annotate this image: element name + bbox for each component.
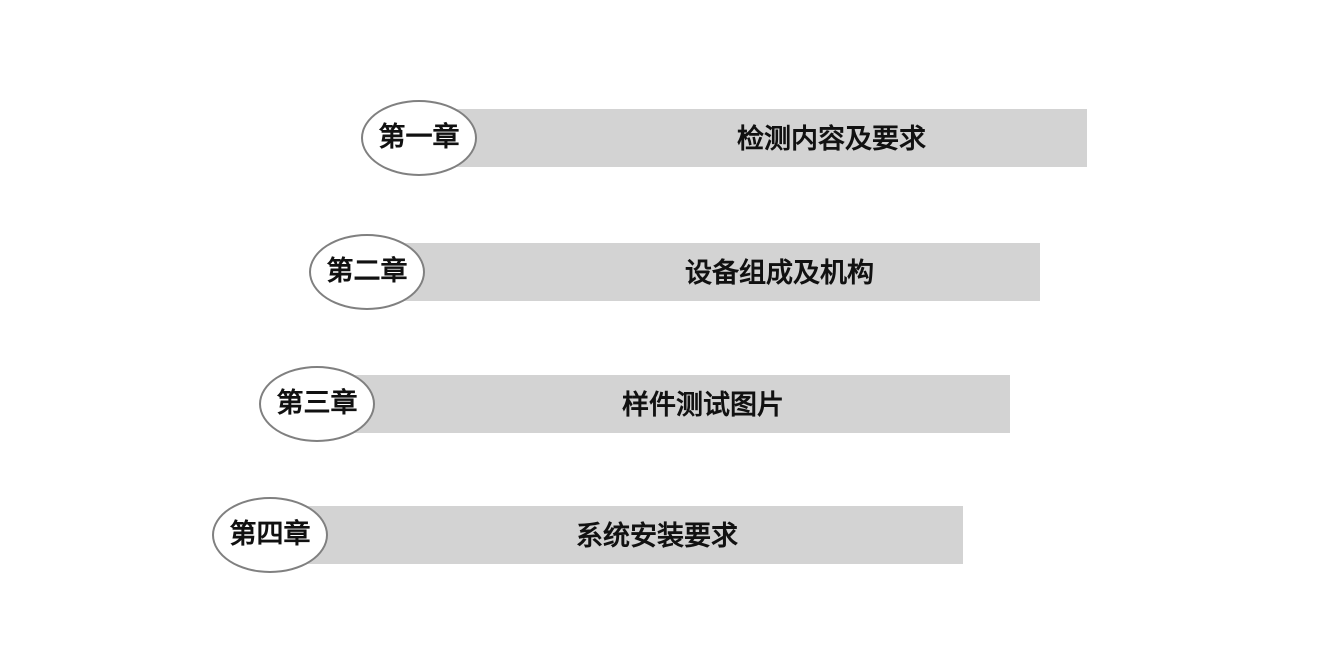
chapter-bar: 设备组成及机构 <box>365 243 1040 301</box>
chapter-title: 样件测试图片 <box>622 390 784 421</box>
chapter-title: 系统安装要求 <box>576 521 738 552</box>
chapter-bar: 样件测试图片 <box>315 375 1010 433</box>
chapter-badge: 第二章 <box>309 234 425 310</box>
chapter-badge: 第四章 <box>212 497 328 573</box>
chapter-title: 设备组成及机构 <box>685 258 874 289</box>
chapter-badge: 第一章 <box>361 100 477 176</box>
chapter-number: 第一章 <box>378 122 460 153</box>
chapter-badge: 第三章 <box>259 366 375 442</box>
chapter-bar: 检测内容及要求 <box>417 109 1087 167</box>
chapter-bar: 系统安装要求 <box>268 506 963 564</box>
chapter-title: 检测内容及要求 <box>737 124 926 155</box>
chapter-number: 第四章 <box>229 519 311 550</box>
chapter-number: 第三章 <box>276 388 358 419</box>
chapter-number: 第二章 <box>326 256 408 287</box>
